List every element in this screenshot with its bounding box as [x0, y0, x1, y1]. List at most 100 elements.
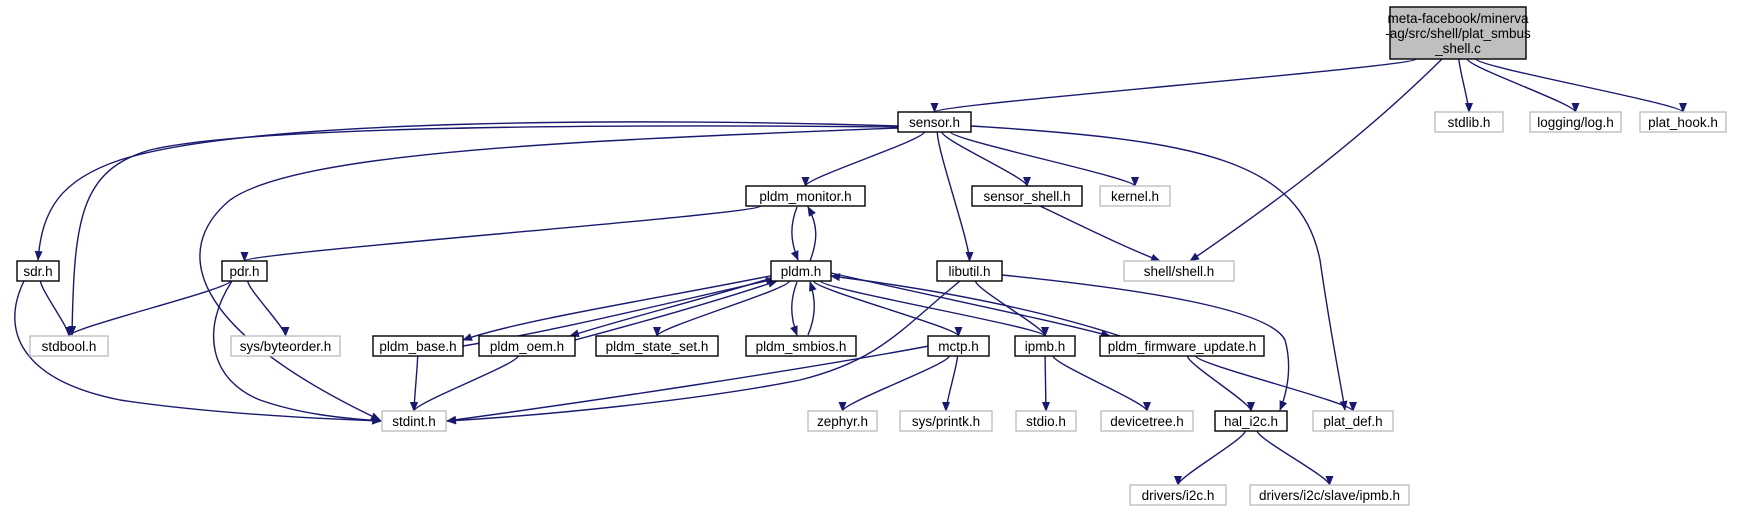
edge-libutil-to-stdint: [446, 280, 961, 425]
edge-pdr-to-sys-byteorder: [247, 280, 290, 337]
edge-mctp-to-sys-printk: [942, 355, 959, 412]
edge-pldm-to-ipmb: [819, 280, 1049, 337]
edge-pldm-monitor-to-pldm: [790, 206, 799, 261]
node-label: kernel.h: [1111, 189, 1159, 204]
edge-sensor-to-stdbool: [68, 125, 899, 336]
edge-pldm-to-mctp: [812, 280, 963, 337]
node-box: [899, 410, 993, 432]
node-box: [1249, 484, 1410, 506]
node-label: pldm_base.h: [379, 339, 456, 354]
node-pldm-smbios[interactable]: pldm_smbios.h: [745, 335, 857, 357]
node-box: [745, 185, 866, 207]
edge-pldm-to-pldm-oem: [569, 276, 776, 338]
node-pldm-base[interactable]: pldm_base.h: [372, 335, 464, 357]
node-label: drivers/i2c.h: [1142, 488, 1215, 503]
node-label: libutil.h: [948, 264, 990, 279]
node-box: [372, 335, 464, 357]
node-label: pldm_state_set.h: [606, 339, 709, 354]
node-sensor-shell[interactable]: sensor_shell.h: [971, 185, 1083, 207]
node-label: logging/log.h: [1537, 115, 1614, 130]
node-pldm[interactable]: pldm.h: [770, 260, 832, 282]
edge-mctp-to-zephyr: [838, 355, 950, 412]
edge-sdr-to-stdint: [14, 280, 382, 425]
node-label: mctp.h: [938, 339, 979, 354]
edge-pldm-to-pldm-firmware-update: [830, 272, 1111, 338]
node-stdbool: stdbool.h: [29, 335, 109, 357]
node-label: plat_def.h: [1323, 414, 1382, 429]
edge-sensor-to-sensor-shell: [941, 131, 1031, 187]
edges-layer: [14, 58, 1687, 486]
node-box: [1015, 410, 1077, 432]
node-box: [1529, 111, 1622, 133]
node-root: meta-facebook/minerva-ag/src/shell/plat_…: [1385, 6, 1531, 60]
edge-pldm-firmware-update-to-plat-def: [1194, 355, 1357, 412]
node-shell: shell/shell.h: [1123, 260, 1235, 282]
node-libutil[interactable]: libutil.h: [936, 260, 1003, 282]
edge-sensor-to-pldm-monitor: [801, 131, 925, 187]
node-mctp[interactable]: mctp.h: [927, 335, 990, 357]
node-box: [1123, 260, 1235, 282]
node-box: [1639, 111, 1727, 133]
node-pldm-oem[interactable]: pldm_oem.h: [478, 335, 576, 357]
nodes-layer: meta-facebook/minerva-ag/src/shell/plat_…: [16, 6, 1727, 506]
node-ipmb[interactable]: ipmb.h: [1014, 335, 1076, 357]
node-label: _shell.c: [1434, 41, 1481, 56]
node-box: [1434, 111, 1504, 133]
node-pldm-firmware-update[interactable]: pldm_firmware_update.h: [1099, 335, 1265, 357]
node-sdr[interactable]: sdr.h: [16, 260, 60, 282]
node-box: [478, 335, 576, 357]
edge-sensor-to-kernel: [949, 131, 1139, 187]
node-label: meta-facebook/minerva: [1387, 11, 1529, 26]
edge-sensor-to-plat-def: [970, 125, 1348, 411]
edge-root-to-stdlib: [1458, 58, 1473, 113]
edge-pldm-to-pldm-monitor: [807, 206, 817, 262]
node-drivers-i2c-slave-ipmb: drivers/i2c/slave/ipmb.h: [1249, 484, 1410, 506]
node-box: [1100, 410, 1194, 432]
node-label: sys/printk.h: [912, 414, 980, 429]
edge-pdr-to-stdint: [212, 280, 382, 425]
node-stdio: stdio.h: [1015, 410, 1077, 432]
edge-pldm-oem-to-stdint: [410, 355, 519, 412]
node-plat-def: plat_def.h: [1312, 410, 1394, 432]
node-sys-printk: sys/printk.h: [899, 410, 993, 432]
node-box: [770, 260, 832, 282]
node-pldm-state-set[interactable]: pldm_state_set.h: [595, 335, 719, 357]
node-sensor[interactable]: sensor.h: [897, 111, 972, 133]
node-box: [971, 185, 1083, 207]
node-box: [1099, 185, 1171, 207]
edge-pldm-to-pldm-smbios: [790, 281, 798, 336]
node-sys-byteorder: sys/byteorder.h: [230, 335, 341, 357]
edge-pldm-to-pldm-base: [462, 274, 776, 341]
node-box: [381, 410, 447, 432]
node-label: sensor.h: [909, 115, 960, 130]
node-pdr[interactable]: pdr.h: [221, 260, 268, 282]
node-box: [897, 111, 972, 133]
node-zephyr: zephyr.h: [807, 410, 878, 432]
edge-pdr-to-stdbool: [65, 280, 232, 337]
node-box: [1129, 484, 1227, 506]
node-label: drivers/i2c/slave/ipmb.h: [1259, 488, 1400, 503]
edge-pldm-smbios-to-pldm: [807, 281, 817, 336]
node-label: sdr.h: [23, 264, 52, 279]
node-label: ipmb.h: [1025, 339, 1066, 354]
node-hal-i2c[interactable]: hal_i2c.h: [1214, 410, 1288, 432]
node-drivers-i2c: drivers/i2c.h: [1129, 484, 1227, 506]
edge-root-to-sensor: [931, 58, 1417, 113]
edge-hal-i2c-to-drivers-i2c-slave-ipmb: [1256, 430, 1334, 486]
node-pldm-monitor[interactable]: pldm_monitor.h: [745, 185, 866, 207]
edge-pldm-to-pldm-state-set: [653, 280, 791, 337]
node-label: hal_i2c.h: [1224, 414, 1278, 429]
edge-sensor-to-stdint: [199, 127, 899, 421]
node-box: [927, 335, 990, 357]
edge-root-to-logging: [1466, 58, 1580, 113]
node-label: stdint.h: [392, 414, 436, 429]
node-label: -ag/src/shell/plat_smbus: [1385, 26, 1531, 41]
node-label: stdlib.h: [1448, 115, 1491, 130]
node-stdlib: stdlib.h: [1434, 111, 1504, 133]
node-box: [936, 260, 1003, 282]
edge-mctp-to-stdint: [446, 345, 930, 424]
edge-pldm-firmware-update-to-pldm: [830, 273, 1121, 337]
edge-ipmb-to-devicetree: [1052, 355, 1151, 412]
node-box: [1312, 410, 1394, 432]
